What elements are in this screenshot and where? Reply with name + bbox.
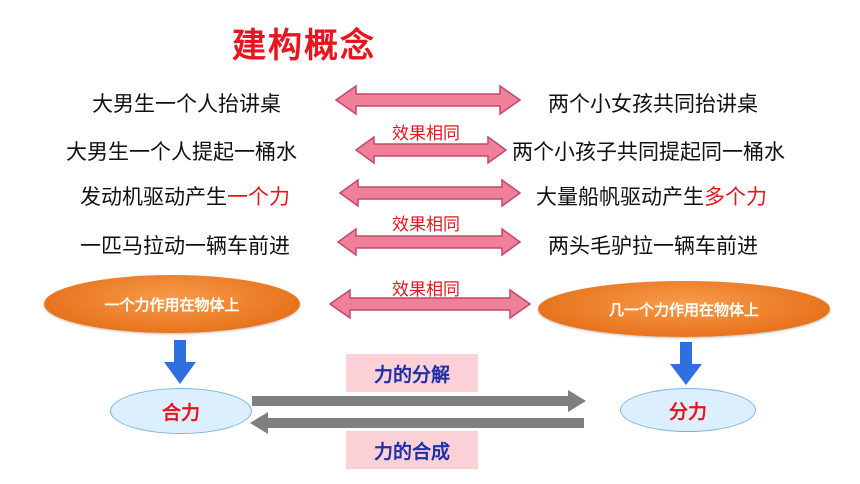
effect-label-2: 效果相同	[392, 215, 460, 235]
row-4-left: 一匹马拉动一辆车前进	[80, 234, 290, 258]
row-3-right-red: 多个力	[704, 185, 767, 209]
single-force-oval: 一个力作用在物体上	[44, 275, 300, 333]
down-arrow-right	[670, 342, 702, 385]
down-arrow-left	[164, 340, 196, 384]
arrow-left-gray	[250, 412, 584, 434]
double-arrow-2	[354, 135, 508, 165]
effect-label-3: 效果相同	[392, 280, 460, 300]
row-4-right: 两头毛驴拉一辆车前进	[548, 234, 758, 258]
composition-label: 力的合成	[346, 431, 478, 469]
row-3-left-red: 一个力	[227, 185, 290, 209]
page-title: 建构概念	[232, 26, 376, 66]
double-arrow-1	[334, 84, 522, 116]
double-arrow-3	[338, 178, 522, 208]
double-arrow-4	[336, 227, 522, 257]
row-1-left: 大男生一个人抬讲桌	[92, 92, 281, 116]
row-2-right: 两个小孩子共同提起同一桶水	[512, 140, 785, 164]
multiple-forces-oval: 几一个力作用在物体上	[538, 281, 830, 337]
row-3-left: 发动机驱动产生一个力	[80, 181, 290, 211]
decomposition-label: 力的分解	[346, 354, 478, 392]
component-force-oval: 分力	[620, 388, 756, 432]
resultant-force-oval: 合力	[110, 388, 252, 434]
row-3-right: 大量船帆驱动产生多个力	[536, 181, 767, 211]
arrow-right-gray	[252, 390, 586, 412]
row-1-right: 两个小女孩共同抬讲桌	[548, 92, 758, 116]
row-3-right-plain: 大量船帆驱动产生	[536, 185, 704, 209]
double-arrow-5	[328, 288, 532, 320]
row-2-left: 大男生一个人提起一桶水	[66, 140, 297, 164]
effect-label-1: 效果相同	[392, 124, 460, 144]
row-3-left-plain: 发动机驱动产生	[80, 185, 227, 209]
